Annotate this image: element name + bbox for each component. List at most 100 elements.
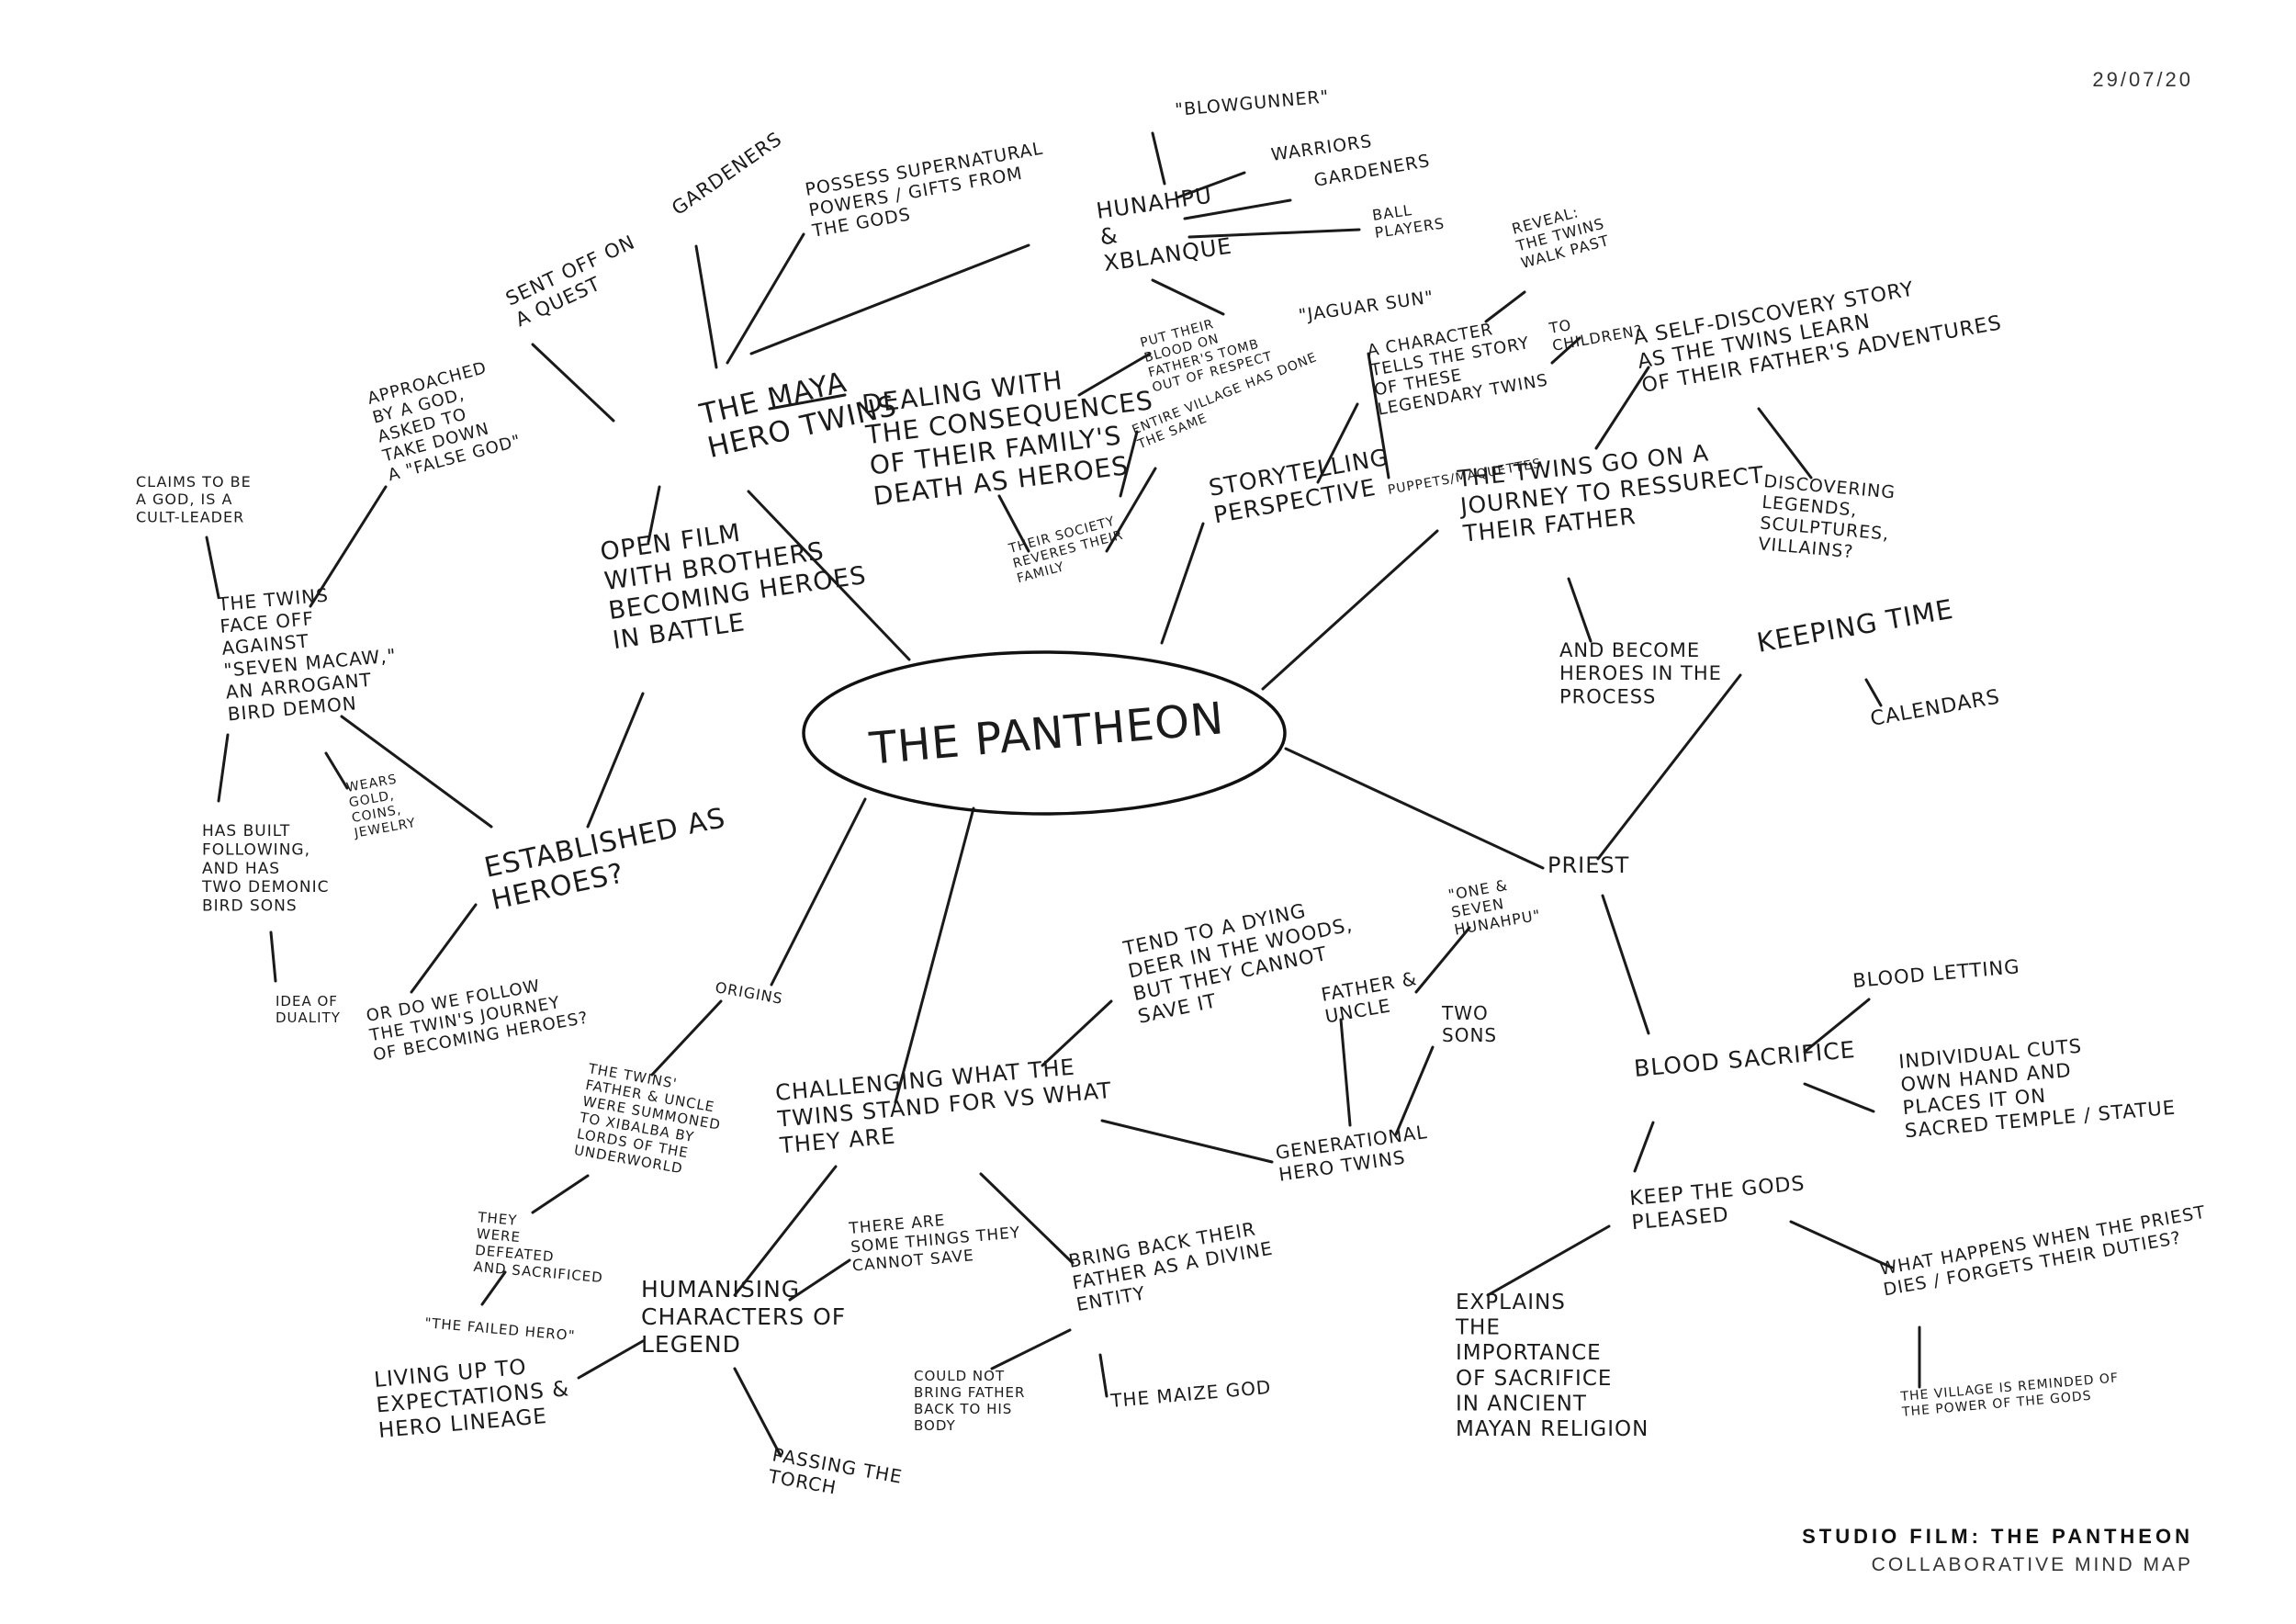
node-bring-back: Bring back theirfather as a divineentity xyxy=(1067,1215,1278,1315)
node-line: were xyxy=(476,1225,522,1246)
connector-lines xyxy=(205,131,1921,1458)
connector xyxy=(410,903,478,994)
node-line: legend xyxy=(641,1331,741,1358)
node-ball-players: Ballplayers xyxy=(1371,197,1446,242)
connector xyxy=(324,751,349,790)
node-discovering: Discoveringlegends,sculptures,villains? xyxy=(1758,471,1896,566)
node-living-up: Living up toexpectations &hero lineage xyxy=(373,1352,572,1443)
node-dealing: Dealing withthe consequencesof their fam… xyxy=(860,355,1163,512)
connector xyxy=(531,1174,590,1214)
connector xyxy=(1041,999,1113,1067)
connector xyxy=(586,692,645,829)
node-line: Blood letting xyxy=(1851,955,2020,992)
node-keep-gods: Keep the godspleased xyxy=(1628,1172,1807,1235)
node-line: two demonic xyxy=(201,878,329,897)
node-line: heroes in the xyxy=(1559,662,1722,684)
node-keeping-time: Keeping time xyxy=(1754,593,1955,659)
connector xyxy=(894,806,975,1104)
node-established: Established asheroes? xyxy=(481,802,735,917)
node-line: body xyxy=(914,1417,956,1434)
node-line: The maize god xyxy=(1109,1376,1272,1412)
node-journey: The twins go on ajourney to ressurectthe… xyxy=(1455,434,1769,547)
node-line: Has built xyxy=(202,822,290,840)
connector xyxy=(1601,894,1650,1035)
connector xyxy=(979,1172,1075,1265)
node-line: and has xyxy=(202,860,280,878)
connector xyxy=(577,1339,645,1380)
node-line: Xblanque xyxy=(1102,233,1233,276)
connector xyxy=(1594,366,1650,450)
node-line: Two xyxy=(1441,1002,1489,1024)
connector xyxy=(768,393,847,411)
node-blood-letting: Blood letting xyxy=(1851,955,2020,992)
node-hunahpu: Hunahpu&Xblanque xyxy=(1095,181,1233,276)
node-line: bring father xyxy=(914,1384,1025,1401)
connector xyxy=(1098,1353,1109,1398)
node-gardeners-1: Gardeners xyxy=(668,128,786,220)
connector xyxy=(733,1367,782,1458)
connector xyxy=(1151,278,1225,316)
node-line: Mayan religion xyxy=(1456,1417,1649,1441)
node-twins-father: The twins'father & unclewere summonedto … xyxy=(572,1060,728,1182)
node-line: To xyxy=(1547,316,1572,337)
node-priest: Priest xyxy=(1548,852,1629,878)
connector xyxy=(747,490,911,661)
node-line: Claims to be xyxy=(136,473,252,491)
node-line: back to his xyxy=(914,1401,1012,1417)
connector xyxy=(1187,228,1361,239)
connector xyxy=(749,243,1030,355)
connector xyxy=(997,494,1030,553)
node-warriors: Warriors xyxy=(1270,131,1374,165)
node-line: Could not xyxy=(914,1368,1005,1384)
connector xyxy=(1105,467,1157,553)
connector xyxy=(1183,198,1292,220)
node-face-off: The twinsface offagainst"Seven Macaw,"an… xyxy=(216,579,400,726)
node-line: Calendars xyxy=(1869,685,2002,730)
connector xyxy=(340,715,493,829)
connector xyxy=(1414,926,1471,994)
node-line: "Blowgunner" xyxy=(1175,86,1331,120)
node-blowgunner: "Blowgunner" xyxy=(1175,86,1331,120)
footer-subtitle: COLLABORATIVE MIND MAP xyxy=(1871,1554,2193,1575)
node-line: duality xyxy=(276,1009,341,1026)
node-some-things: There aresome things theycannot save xyxy=(848,1205,1023,1276)
connector xyxy=(650,999,723,1077)
center-title: THE PANTHEON xyxy=(867,693,1226,775)
node-open-film: Open filmwith brothersbecoming heroesin … xyxy=(599,502,872,655)
node-line: sons xyxy=(1442,1024,1497,1046)
node-line: Blood sacrifice xyxy=(1633,1036,1857,1082)
node-labels: The MayaHero TwinsSent off ona questGard… xyxy=(136,86,2207,1509)
connector xyxy=(1803,1082,1875,1113)
connector xyxy=(1864,678,1883,707)
connector xyxy=(1077,352,1152,397)
node-line: bird sons xyxy=(202,897,298,916)
node-line: Idea of xyxy=(276,993,338,1009)
node-line: in ancient xyxy=(1456,1392,1587,1415)
node-blood-sacrifice: Blood sacrifice xyxy=(1633,1036,1857,1082)
connector xyxy=(1596,673,1742,861)
connector xyxy=(531,343,615,423)
node-passing-torch: Passing thetorch xyxy=(766,1443,905,1509)
node-line: "The failed hero" xyxy=(424,1314,577,1344)
node-wears-gold: Wearsgold,coins,jewelry xyxy=(344,770,417,840)
node-line: characters of xyxy=(641,1303,846,1330)
node-line: They xyxy=(477,1209,518,1229)
node-line: of sacrifice xyxy=(1456,1367,1612,1391)
node-calendars: Calendars xyxy=(1869,685,2002,730)
connector xyxy=(1284,747,1545,870)
node-to-children: Tochildren? xyxy=(1547,304,1644,355)
node-or-do-we: Or do we followthe twin's journeyof beco… xyxy=(364,969,590,1066)
connector xyxy=(1394,1045,1435,1136)
node-line: Humanising xyxy=(641,1276,800,1303)
node-line: cult-leader xyxy=(136,508,244,525)
node-line: Priest xyxy=(1548,852,1629,878)
node-failed-hero: "The failed hero" xyxy=(424,1314,577,1344)
node-line: And become xyxy=(1559,639,1700,661)
connector xyxy=(990,1328,1072,1370)
node-line: "Jaguar Sun" xyxy=(1298,288,1435,326)
connector xyxy=(1550,336,1581,365)
